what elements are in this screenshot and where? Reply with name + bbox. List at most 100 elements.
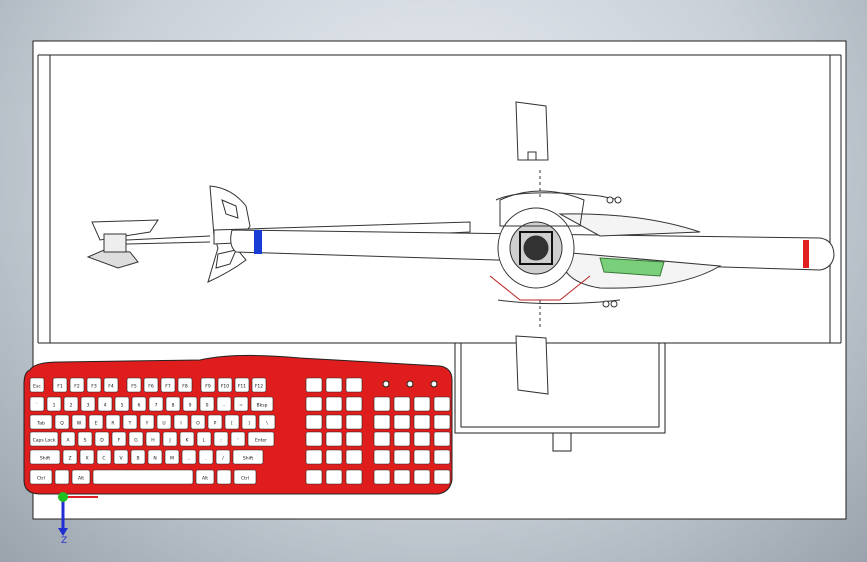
key-label: F3 [91, 384, 97, 390]
key [94, 431, 110, 447]
key [103, 377, 119, 393]
key-label: P [214, 421, 217, 427]
key-label: Y [145, 421, 149, 427]
key [54, 414, 70, 430]
key [207, 414, 223, 430]
key-label: I [180, 421, 181, 427]
key [29, 449, 61, 465]
key-label: 3 [87, 403, 90, 409]
key [373, 431, 391, 447]
key [29, 431, 59, 447]
indicator-led [430, 380, 438, 388]
key [393, 396, 411, 412]
key-label: Alt [78, 476, 84, 482]
key [305, 396, 323, 412]
servo-bank [599, 257, 665, 277]
key-label: Tab [36, 421, 45, 427]
key [258, 414, 276, 430]
key-label: , [188, 457, 189, 462]
key [179, 431, 195, 447]
key [325, 396, 343, 412]
key [373, 469, 391, 485]
key-label: = [239, 404, 243, 409]
key [305, 449, 323, 465]
key [92, 469, 194, 485]
key-label: R [111, 421, 114, 427]
key [111, 431, 127, 447]
key [190, 414, 206, 430]
key-label: ` [36, 403, 38, 409]
key-label: Shift [40, 456, 50, 462]
key [305, 469, 323, 485]
key-label: S [84, 438, 87, 444]
key [29, 469, 53, 485]
key [54, 469, 70, 485]
key-label: F4 [108, 384, 114, 390]
key [160, 377, 176, 393]
key [113, 449, 129, 465]
key [71, 414, 87, 430]
key-label: Bksp [257, 403, 268, 409]
key [216, 396, 232, 412]
monitor-foot [552, 432, 572, 452]
key [433, 469, 451, 485]
helicopter-model[interactable] [86, 101, 835, 395]
key [148, 396, 164, 412]
indicator-led [382, 380, 390, 388]
key [105, 414, 121, 430]
key-label: O [196, 421, 200, 427]
key [77, 431, 93, 447]
key [130, 449, 146, 465]
key [250, 396, 274, 412]
monitor-screen [49, 54, 831, 344]
key-label: C [102, 456, 105, 462]
rotor-head [489, 170, 591, 330]
blade-grip-top [515, 101, 549, 161]
key [164, 449, 180, 465]
key-label: E [95, 421, 98, 427]
key-label: K [186, 438, 190, 444]
key [69, 377, 85, 393]
key [413, 431, 431, 447]
key [216, 469, 232, 485]
key-label: Shift [243, 456, 253, 462]
key [345, 431, 363, 447]
key-label: L [203, 438, 206, 444]
key-label: F12 [255, 384, 263, 390]
key [126, 377, 142, 393]
key [393, 414, 411, 430]
key [181, 449, 197, 465]
key [305, 431, 323, 447]
key [345, 414, 363, 430]
key-label: Ctrl [37, 476, 45, 482]
key [305, 377, 323, 393]
key-label: 9 [189, 403, 192, 409]
key [80, 396, 96, 412]
key [224, 414, 240, 430]
key [97, 396, 113, 412]
key [196, 431, 212, 447]
key-label: A [66, 438, 70, 444]
key [217, 377, 233, 393]
key [177, 377, 193, 393]
key [325, 449, 343, 465]
key [173, 414, 189, 430]
key [79, 449, 95, 465]
key [71, 469, 91, 485]
key [233, 396, 249, 412]
key-label: F9 [205, 384, 211, 390]
key-label: F8 [182, 384, 188, 390]
key-label: ; [220, 439, 222, 444]
key [247, 431, 275, 447]
key [52, 377, 68, 393]
key-label: ' [237, 438, 238, 444]
key-label: 0 [206, 403, 209, 409]
key [182, 396, 198, 412]
key [373, 449, 391, 465]
key [198, 449, 214, 465]
key-label: V [119, 456, 123, 462]
key [325, 469, 343, 485]
key-label: . [205, 457, 206, 462]
